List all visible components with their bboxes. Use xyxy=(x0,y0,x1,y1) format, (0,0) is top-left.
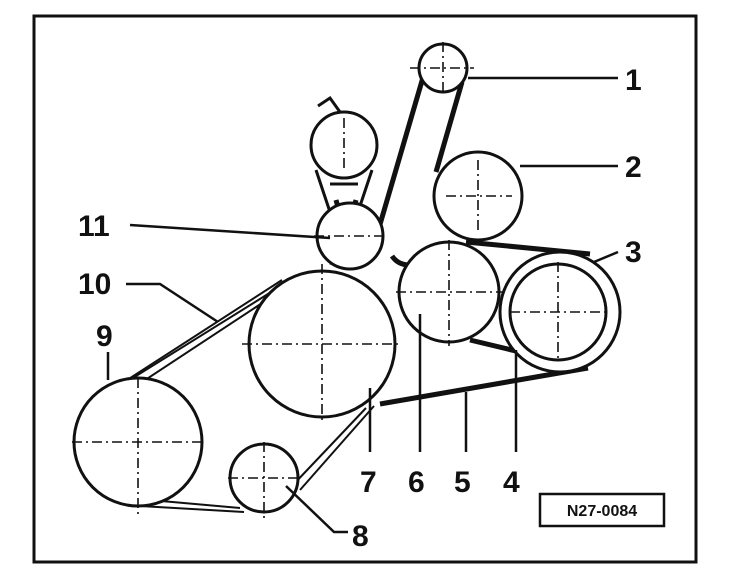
callout-1: 1 xyxy=(625,64,642,97)
callout-10: 10 xyxy=(78,268,111,301)
belt-9-to-7-c xyxy=(119,283,285,387)
callout-2: 2 xyxy=(625,151,642,184)
leader-11 xyxy=(129,223,331,240)
callout-11: 11 xyxy=(78,210,110,243)
upper-belt-inner xyxy=(433,81,465,173)
belt-4-to-7 xyxy=(379,365,589,407)
callout-9: 9 xyxy=(96,320,113,353)
callout-5: 5 xyxy=(454,466,471,499)
callout-6: 6 xyxy=(408,466,425,499)
leader-8 xyxy=(285,485,348,534)
reference-code: N27-0084 xyxy=(567,503,637,520)
callout-7: 7 xyxy=(360,466,377,499)
leader-10 xyxy=(126,282,219,324)
leader-3 xyxy=(593,250,619,264)
reference-code-box xyxy=(538,492,666,528)
belt-7-to-8-b xyxy=(299,405,375,491)
callout-4: 4 xyxy=(503,466,520,499)
callout-3: 3 xyxy=(625,236,642,269)
belt-8-to-9-b xyxy=(139,505,245,513)
belt-7-to-8 xyxy=(291,407,367,487)
callout-8: 8 xyxy=(352,520,369,553)
belt-9-to-7 xyxy=(123,279,283,383)
diagram-frame xyxy=(32,14,698,564)
tensioner-bracket xyxy=(317,95,342,113)
